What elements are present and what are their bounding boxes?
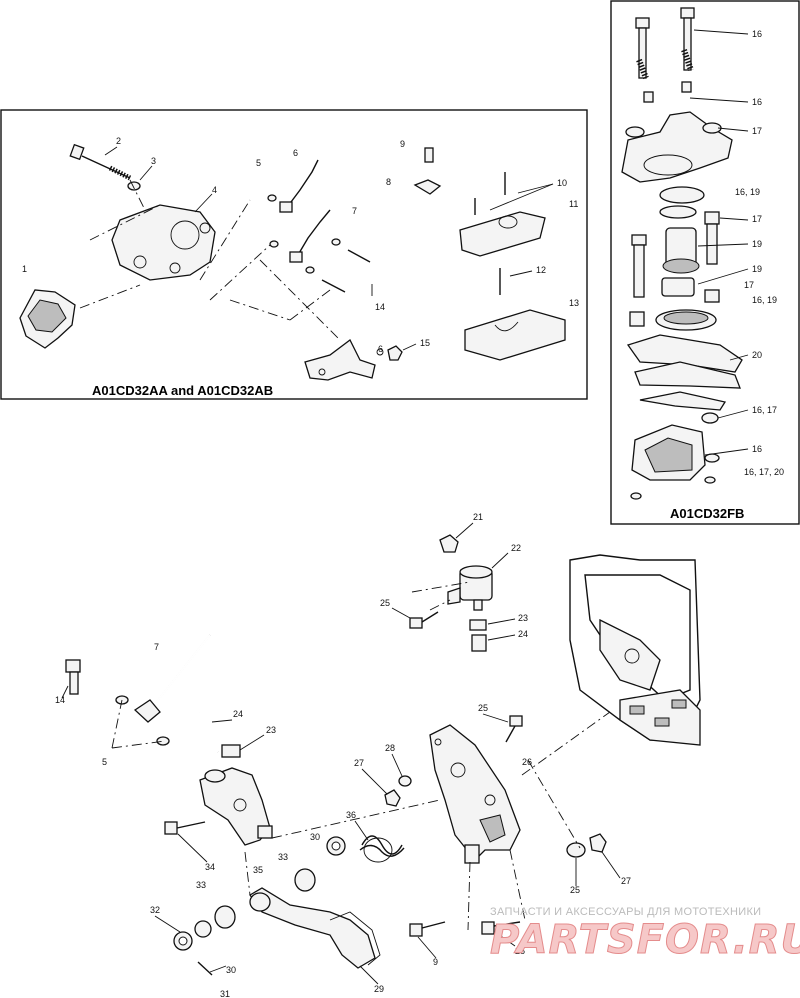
callouts-top-left: 1 2 3 4 5 6 7 6 8 9 10 11 12 13 14 15 <box>22 136 579 354</box>
screw-9 <box>424 147 434 163</box>
callout-5: 5 <box>256 158 261 168</box>
callout-25d: 25 <box>570 885 580 895</box>
clamp-11 <box>459 211 546 257</box>
banjo-fitting <box>279 201 293 213</box>
caption-left: A01CD32AA and A01CD32AB <box>92 383 273 398</box>
callout-10: 10 <box>557 178 567 188</box>
callout-23a: 23 <box>518 613 528 623</box>
callout-11: 11 <box>569 199 578 209</box>
callout-34: 34 <box>205 862 215 872</box>
banjo-fitting-2 <box>289 251 303 263</box>
callout-1: 1 <box>22 264 27 274</box>
nut-15 <box>387 345 403 361</box>
callout-13: 13 <box>569 298 579 308</box>
callout-r16-19a: 16, 19 <box>735 187 760 197</box>
washer-3 <box>127 181 141 191</box>
callout-35: 35 <box>253 865 263 875</box>
callout-29: 29 <box>374 984 384 994</box>
callout-5b: 5 <box>102 757 107 767</box>
callout-30b: 30 <box>226 965 236 975</box>
callout-r16a: 16 <box>752 29 762 39</box>
clip-8 <box>413 179 442 195</box>
callout-r19b: 19 <box>752 264 762 274</box>
callout-r20: 20 <box>752 350 762 360</box>
callout-36: 36 <box>346 810 356 820</box>
callout-26: 26 <box>522 757 532 767</box>
callout-14: 14 <box>375 302 385 312</box>
callout-9b: 9 <box>433 957 438 967</box>
callout-7b: 7 <box>154 642 159 652</box>
callout-8: 8 <box>386 177 391 187</box>
panel-master-cylinder-exploded <box>610 0 800 525</box>
master-cylinder-body <box>621 111 733 183</box>
callout-2: 2 <box>116 136 121 146</box>
watermark: ЗАПЧАСТИ И АКСЕССУАРЫ ДЛЯ МОТОТЕХНИКИ PA… <box>490 906 800 964</box>
callout-31: 31 <box>220 989 230 998</box>
callout-25a: 25 <box>380 598 390 608</box>
callouts-right: 16 16 17 16, 19 17 19 19 17 16, 19 20 16… <box>689 29 784 477</box>
callout-r17a: 17 <box>752 126 762 136</box>
panel-brake-caliper <box>0 109 588 400</box>
callout-r17b: 17 <box>752 214 762 224</box>
callout-14b: 14 <box>55 695 65 705</box>
clamp-13 <box>464 309 566 361</box>
callout-24a: 24 <box>518 629 528 639</box>
panel-frame-right <box>610 0 800 525</box>
callout-24b: 24 <box>233 709 243 719</box>
callout-r16b: 16 <box>752 97 762 107</box>
pedal-plate-26 <box>429 724 521 861</box>
bolt-2-head <box>69 143 85 161</box>
callout-15: 15 <box>420 338 430 348</box>
mount-bracket <box>304 339 376 381</box>
callout-r16-19b: 16, 19 <box>752 295 777 305</box>
callout-32: 32 <box>150 905 160 915</box>
brake-pedal-29 <box>249 887 376 969</box>
callout-28: 28 <box>385 743 395 753</box>
callout-27a: 27 <box>354 758 364 768</box>
callout-12: 12 <box>536 265 546 275</box>
caption-right: A01CD32FB <box>670 506 744 521</box>
callout-7: 7 <box>352 206 357 216</box>
callout-33b: 33 <box>196 880 206 890</box>
brake-pedal-assembly <box>65 534 701 976</box>
callout-23b: 23 <box>266 725 276 735</box>
brake-pad-lining <box>27 299 67 333</box>
callout-21: 21 <box>473 512 483 522</box>
watermark-tagline: ЗАПЧАСТИ И АКСЕССУАРЫ ДЛЯ МОТОТЕХНИКИ <box>490 906 761 918</box>
callout-25c: 25 <box>515 946 525 956</box>
callout-r19a: 19 <box>752 239 762 249</box>
callout-27b: 27 <box>621 876 631 886</box>
panel-frame-left <box>0 109 588 400</box>
callout-33a: 33 <box>278 852 288 862</box>
callout-6: 6 <box>293 148 298 158</box>
callout-30a: 30 <box>310 832 320 842</box>
caliper-body <box>111 204 216 281</box>
callout-9: 9 <box>400 139 405 149</box>
caliper-piston <box>170 220 200 250</box>
callout-r16-17-20: 16, 17, 20 <box>744 467 784 477</box>
callout-22: 22 <box>511 543 521 553</box>
callouts-bottom: 21 22 25 23 24 7 14 5 24 23 25 26 28 27 … <box>55 512 631 998</box>
callout-6b: 6 <box>378 344 383 354</box>
callout-4: 4 <box>212 185 217 195</box>
callout-r16c: 16 <box>752 444 762 454</box>
callout-25b: 25 <box>478 703 488 713</box>
callout-r17c: 17 <box>744 280 754 290</box>
callout-r16-17: 16, 17 <box>752 405 777 415</box>
plate-20 <box>626 334 743 373</box>
callout-3: 3 <box>151 156 156 166</box>
watermark-logo: PARTSFOR.RU <box>490 917 800 963</box>
nut-21 <box>439 534 459 553</box>
